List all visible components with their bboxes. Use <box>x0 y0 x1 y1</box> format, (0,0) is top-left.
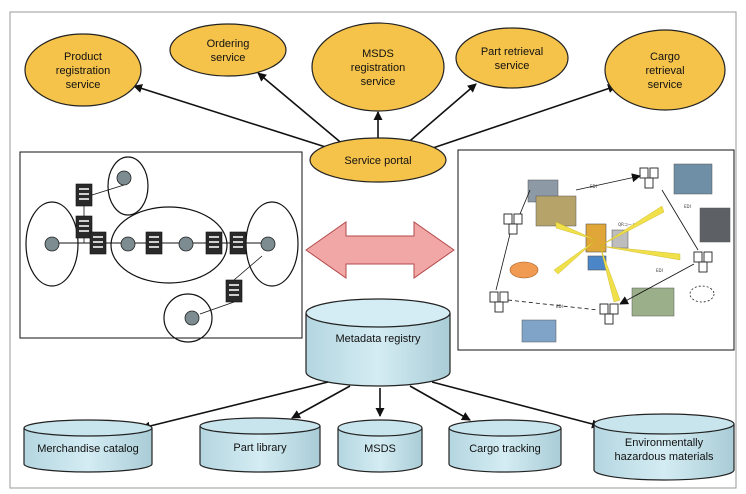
service-label: service <box>361 76 396 88</box>
service-portal-node[interactable] <box>309 137 447 183</box>
database-merchandise[interactable]: Merchandise catalog <box>23 419 153 473</box>
arrow-to-merchandise-catalog <box>141 381 329 431</box>
database-label: Environmentally <box>625 437 704 449</box>
service-label: MSDS <box>362 48 394 60</box>
service-ellipses: Product registration service Ordering servic… <box>24 22 726 112</box>
service-portal-label: Service portal <box>344 155 411 167</box>
svg-text:EDI: EDI <box>684 204 691 209</box>
service-label: service <box>648 79 683 91</box>
service-label: registration <box>56 65 110 77</box>
service-msds-reg[interactable]: MSDS registration service <box>311 22 445 112</box>
database-label: MSDS <box>364 443 396 455</box>
svg-text:EDI: EDI <box>556 304 563 309</box>
service-label: Product <box>64 51 102 63</box>
service-label: service <box>211 52 246 64</box>
arrow-to-env-hazard <box>431 381 601 429</box>
service-label: service <box>495 60 530 72</box>
arrow-to-cargo-tracking <box>409 385 471 421</box>
right-logistics-panel: QRコード EDI EDI <box>457 149 735 351</box>
service-label: Part retrieval <box>481 46 543 58</box>
service-ellipse[interactable] <box>604 29 726 111</box>
service-cargo-retrieval[interactable]: Cargo retrieval service <box>604 29 726 111</box>
arrow-to-part-retrieval <box>403 83 477 147</box>
arrow-to-part-library <box>291 385 351 419</box>
svg-text:EDI: EDI <box>656 268 663 273</box>
svg-text:EDI: EDI <box>590 184 597 189</box>
outer-frame <box>9 11 737 489</box>
database-msds-db[interactable]: MSDS <box>337 419 423 473</box>
service-ellipse[interactable] <box>169 23 287 77</box>
portal-to-service-arrows <box>133 72 617 152</box>
bidirectional-arrow <box>305 221 455 279</box>
database-label: Part library <box>233 442 287 454</box>
qr-code-label: QRコード <box>618 222 636 227</box>
service-label: registration <box>351 62 405 74</box>
database-env-hazard[interactable]: Environmentally hazardous materials <box>593 413 735 481</box>
database-cylinders: Merchandise catalog Part library MSDS Cargo… <box>23 413 735 481</box>
left-network-panel <box>19 151 303 343</box>
service-label: service <box>66 79 101 91</box>
database-part-library[interactable]: Part library <box>199 417 321 473</box>
service-label: retrieval <box>645 65 684 77</box>
service-ellipse[interactable] <box>311 22 445 112</box>
service-label: Cargo <box>650 51 680 63</box>
database-label: Cargo tracking <box>469 443 541 455</box>
service-ordering[interactable]: Ordering service <box>169 23 287 77</box>
metadata-registry-label: Metadata registry <box>336 333 421 345</box>
service-product[interactable]: Product registration service <box>24 33 142 107</box>
service-ellipse[interactable] <box>24 33 142 107</box>
service-label: Ordering <box>207 38 250 50</box>
service-ellipse[interactable] <box>455 27 569 89</box>
edi-labels: EDI EDI EDI EDI <box>556 184 691 309</box>
database-label: Merchandise catalog <box>37 443 139 455</box>
metadata-registry[interactable]: Metadata registry <box>305 298 451 387</box>
arrow-to-cargo-retrieval <box>423 84 617 152</box>
database-label: hazardous materials <box>614 451 714 463</box>
arrow-to-ordering <box>257 72 346 147</box>
service-part-retrieval[interactable]: Part retrieval service <box>455 27 569 89</box>
database-cargo-tracking[interactable]: Cargo tracking <box>448 419 562 473</box>
arrow-to-product-registration <box>133 84 336 151</box>
registry-to-db-arrows <box>141 381 601 431</box>
